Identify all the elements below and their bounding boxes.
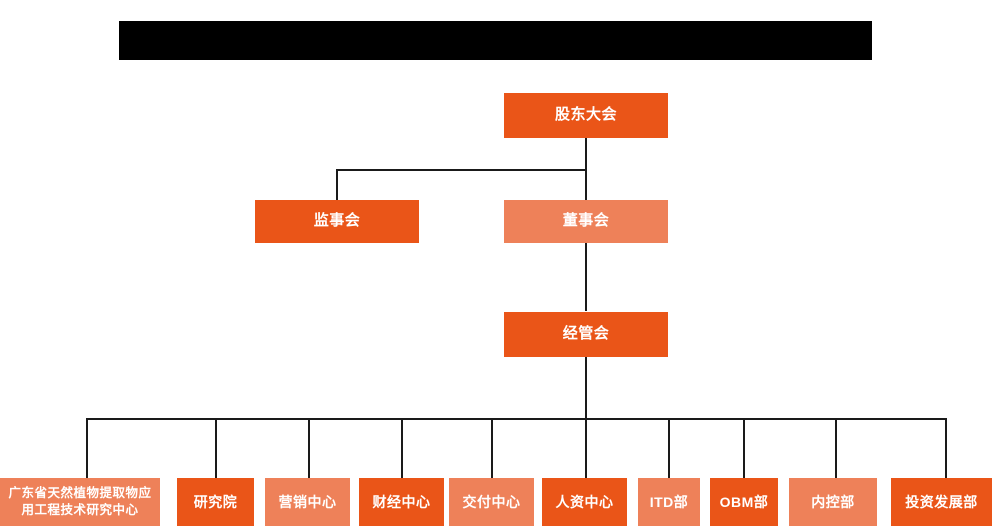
connector-directors-drop xyxy=(585,169,587,201)
org-node-internal-control[interactable]: 内控部 xyxy=(789,478,877,526)
org-node-management[interactable]: 经管会 xyxy=(504,312,668,357)
org-node-label: 营销中心 xyxy=(278,493,337,510)
connector-drop-internal-control xyxy=(835,418,837,478)
org-node-label: 监事会 xyxy=(313,212,361,230)
connector-drop-marketing xyxy=(308,418,310,478)
connector-drop-delivery xyxy=(491,418,493,478)
org-node-institute[interactable]: 研究院 xyxy=(177,478,254,526)
connector-drop-institute xyxy=(215,418,217,478)
org-node-hr[interactable]: 人资中心 xyxy=(542,478,627,526)
org-node-obm[interactable]: OBM部 xyxy=(710,478,778,526)
org-node-label: OBM部 xyxy=(719,493,769,510)
org-node-delivery[interactable]: 交付中心 xyxy=(449,478,534,526)
connector-management-drop xyxy=(585,357,587,419)
redacted-title-bar xyxy=(119,21,872,60)
org-node-label: ITD部 xyxy=(649,493,689,510)
connector-department-bus xyxy=(86,418,946,420)
org-node-itd[interactable]: ITD部 xyxy=(638,478,700,526)
org-node-shareholders[interactable]: 股东大会 xyxy=(504,93,668,138)
connector-level1-bus xyxy=(336,169,587,171)
org-node-label: 交付中心 xyxy=(462,493,521,510)
org-node-directors[interactable]: 董事会 xyxy=(504,200,668,243)
connector-directors-management xyxy=(585,241,587,311)
org-node-label: 财经中心 xyxy=(372,493,431,510)
org-node-label: 投资发展部 xyxy=(905,493,978,510)
connector-drop-itd xyxy=(668,418,670,478)
connector-drop-investment xyxy=(945,418,947,478)
org-node-label: 经管会 xyxy=(562,325,610,343)
connector-drop-finance xyxy=(401,418,403,478)
org-node-marketing[interactable]: 营销中心 xyxy=(265,478,350,526)
org-node-investment[interactable]: 投资发展部 xyxy=(891,478,992,526)
org-node-label: 人资中心 xyxy=(555,493,614,510)
org-node-finance[interactable]: 财经中心 xyxy=(359,478,444,526)
org-node-research-center[interactable]: 广东省天然植物提取物应 用工程技术研究中心 xyxy=(0,478,160,526)
connector-drop-research-center xyxy=(86,418,88,478)
org-node-label: 股东大会 xyxy=(554,106,617,124)
org-node-label: 内控部 xyxy=(811,493,855,510)
org-node-label: 董事会 xyxy=(562,212,610,230)
connector-supervisors-drop xyxy=(336,169,338,201)
connector-drop-hr xyxy=(585,418,587,478)
connector-drop-obm xyxy=(743,418,745,478)
org-node-label: 广东省天然植物提取物应 用工程技术研究中心 xyxy=(8,486,152,517)
connector-shareholders-drop xyxy=(585,138,587,170)
org-node-supervisors[interactable]: 监事会 xyxy=(255,200,419,243)
org-node-label: 研究院 xyxy=(193,493,238,510)
